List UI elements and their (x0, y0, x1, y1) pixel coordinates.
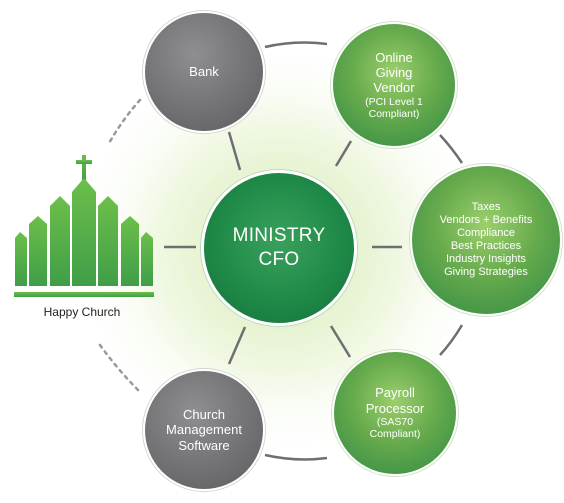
payroll-note-line-2: Compliant) (369, 428, 421, 441)
online-giving-title-line-2: Giving (375, 64, 413, 80)
center-title-line-2: CFO (258, 249, 300, 270)
church-management-software-node: Church Management Software (143, 369, 265, 491)
online-giving-note-line-1: (PCI Level 1 (365, 95, 423, 108)
service-compliance: Compliance (456, 227, 516, 240)
dotted-arc-software-church (98, 343, 142, 394)
center-title-line-1: MINISTRY (232, 225, 326, 247)
dotted-arc-bank-church (106, 98, 142, 147)
spoke-church-software (227, 326, 247, 365)
arc-payroll-software (264, 453, 328, 461)
service-vendors-benefits: Vendors + Benefits (439, 214, 533, 227)
spoke-payroll (329, 325, 352, 358)
software-label-line-1: Church (183, 407, 225, 422)
online-giving-title-line-1: Online (375, 49, 413, 65)
bank-label: Bank (189, 64, 219, 80)
online-giving-title-line-3: Vendor (373, 80, 415, 96)
bank-node: Bank (143, 11, 265, 133)
payroll-title-line-1: Payroll (375, 385, 415, 401)
software-label-line-2: Management (166, 422, 242, 438)
services-node: Taxes Vendors + Benefits Compliance Best… (410, 164, 562, 316)
church-label: Happy Church (43, 305, 121, 319)
service-giving-strategies: Giving Strategies (444, 265, 528, 278)
service-taxes: Taxes (471, 201, 501, 214)
spoke-online-giving (334, 140, 353, 167)
church-building-icon (14, 155, 154, 297)
online-giving-note-line-2: Compliant) (368, 107, 420, 120)
payroll-processor-node: Payroll Processor (SAS70 Compliant) (332, 350, 458, 476)
arc-bank-online (264, 41, 328, 49)
arc-services-payroll (439, 324, 464, 356)
online-giving-vendor-node: Online Giving Vendor (PCI Level 1 Compli… (331, 22, 457, 148)
service-industry-insights: Industry Insights (445, 252, 527, 265)
payroll-note-line-1: (SAS70 (376, 415, 414, 428)
arc-online-services (439, 134, 464, 164)
spoke-bank (227, 131, 242, 171)
payroll-title-line-2: Processor (365, 400, 425, 416)
ministry-cfo-node: MINISTRY CFO (201, 170, 357, 326)
software-label-line-3: Software (178, 437, 230, 453)
service-best-practices: Best Practices (450, 240, 522, 252)
